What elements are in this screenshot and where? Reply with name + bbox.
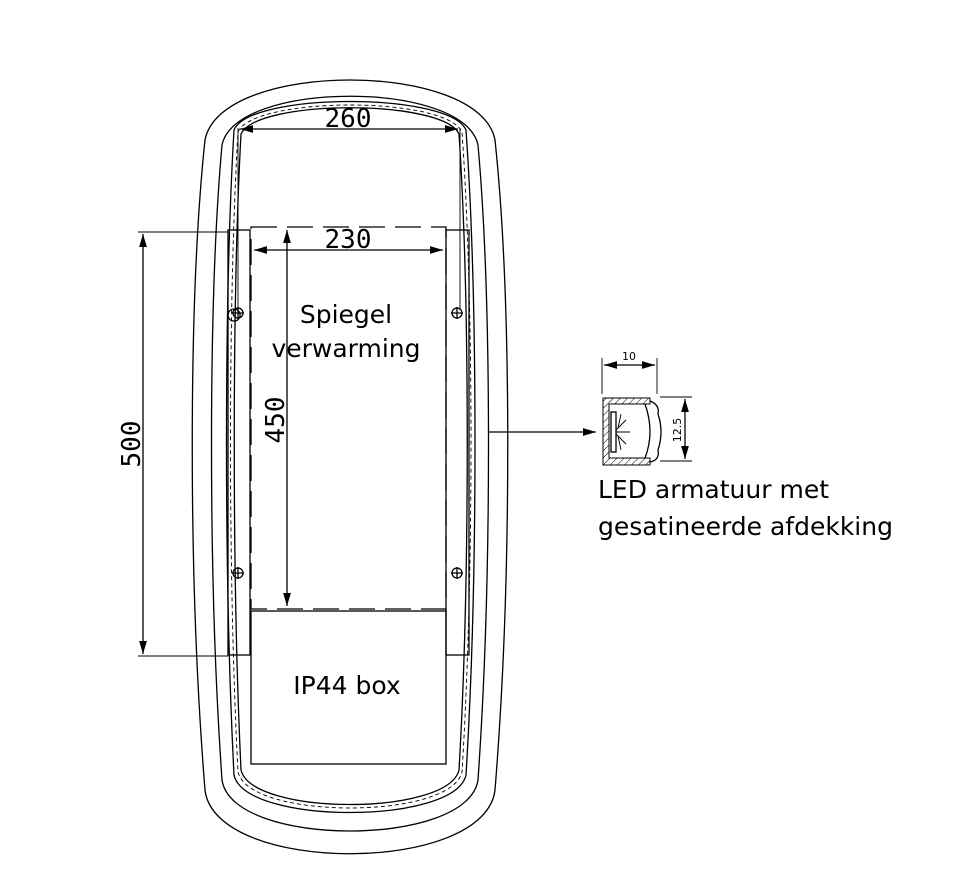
screw-icon xyxy=(451,567,463,579)
led-label-line2: gesatineerde afdekking xyxy=(598,512,893,541)
led-label-line1: LED armatuur met xyxy=(598,475,829,504)
led-profile-detail: 10 12.5 xyxy=(601,350,692,466)
left-rail xyxy=(227,229,251,656)
dimension-450-label: 450 xyxy=(261,397,291,444)
dimension-260-label: 260 xyxy=(325,104,372,134)
dimension-230: 230 xyxy=(254,225,443,255)
dimension-230-label: 230 xyxy=(325,225,372,255)
mirror-heater xyxy=(250,226,447,610)
screw-icon xyxy=(451,307,463,319)
dimension-500: 500 xyxy=(117,231,228,657)
screw-icon xyxy=(227,307,244,322)
dimension-450: 450 xyxy=(261,230,291,606)
mirror-outline xyxy=(191,79,509,855)
ip44-box-label: IP44 box xyxy=(293,671,400,700)
ip44-box xyxy=(250,610,447,765)
screw-icons xyxy=(227,307,463,579)
dimension-500-label: 500 xyxy=(117,421,147,468)
dimension-260: 260 xyxy=(237,104,461,310)
heater-label-line1: Spiegel xyxy=(300,300,392,329)
screw-icon xyxy=(232,567,244,579)
profile-height-label: 12.5 xyxy=(671,418,684,443)
heater-label-line2: verwarming xyxy=(271,334,420,363)
profile-width-label: 10 xyxy=(622,350,636,363)
